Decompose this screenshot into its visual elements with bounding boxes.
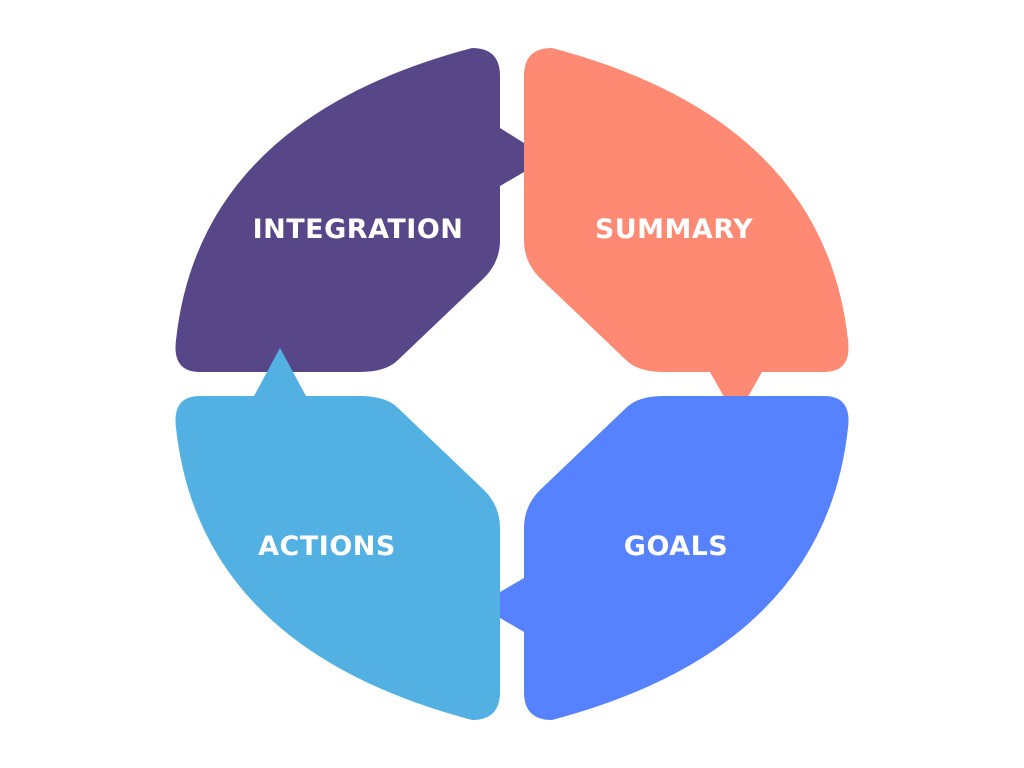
- label-summary: SUMMARY: [595, 214, 753, 245]
- segment-summary: [524, 48, 849, 418]
- label-goals: GOALS: [624, 531, 728, 562]
- segment-actions: [175, 348, 500, 720]
- label-integration: INTEGRATION: [253, 214, 464, 245]
- segment-integration: [175, 48, 548, 372]
- label-actions: ACTIONS: [258, 531, 396, 562]
- segment-goals: [478, 396, 849, 720]
